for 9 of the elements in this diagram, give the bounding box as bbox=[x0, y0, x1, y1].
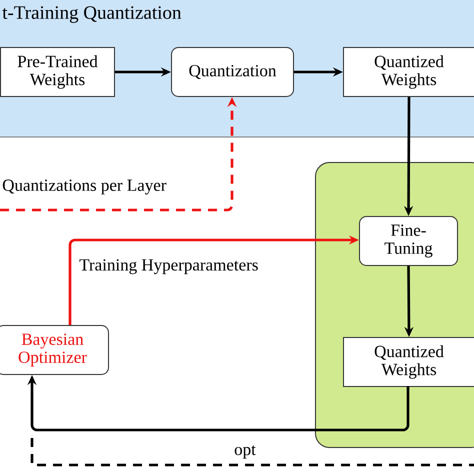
optimizer-box: Bayesian Optimizer bbox=[0, 325, 109, 375]
line-label: opt bbox=[234, 445, 256, 459]
process-box: Fine-Tuning bbox=[359, 216, 458, 266]
weights-box: Pre-Trained Weights bbox=[0, 47, 115, 97]
weights-box: Quantized Weights bbox=[343, 47, 474, 97]
edge-label: Training Hyperparameters bbox=[80, 259, 258, 274]
process-box: Quantization bbox=[171, 47, 294, 97]
edge-label: Quantizations per Layer bbox=[2, 180, 166, 194]
weights-box: Quantized Weights bbox=[343, 337, 474, 387]
